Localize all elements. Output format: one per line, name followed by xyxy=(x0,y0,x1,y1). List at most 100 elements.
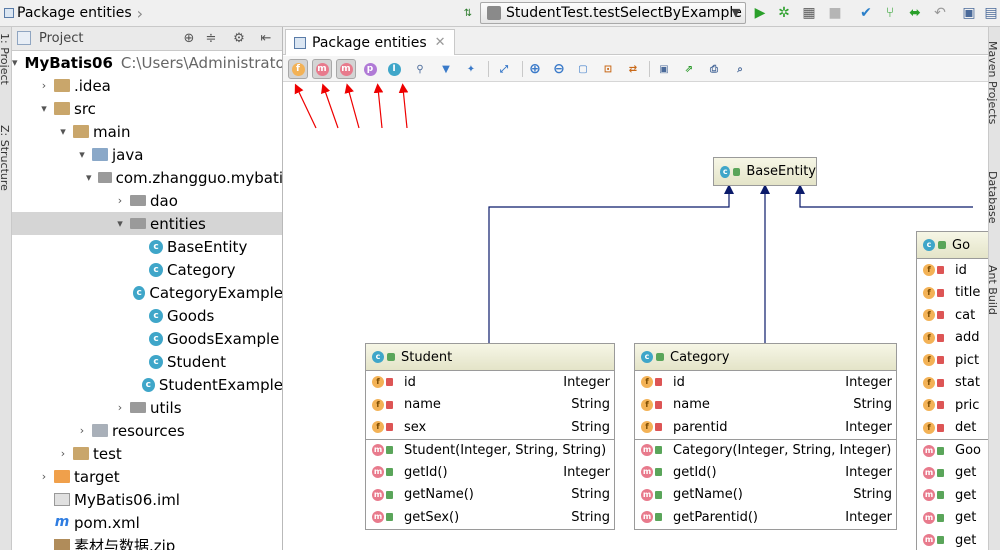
chevron-right-icon[interactable]: › xyxy=(117,401,123,414)
project-panel-title[interactable]: Project xyxy=(39,31,84,46)
sdk-button[interactable]: ▤ xyxy=(984,5,998,21)
breadcrumb[interactable]: Package entities › xyxy=(0,3,143,23)
tree-item[interactable]: ›utils xyxy=(12,396,282,419)
filter-icon[interactable]: ▼ xyxy=(442,63,450,75)
chevron-down-icon[interactable]: ▾ xyxy=(12,56,18,69)
chevron-down-icon[interactable]: ▾ xyxy=(86,171,92,184)
maven-projects-tab[interactable]: Maven Projects xyxy=(986,41,999,125)
show-properties-button[interactable]: p xyxy=(360,59,380,79)
database-tab[interactable]: Database xyxy=(986,171,999,224)
tree-item[interactable]: ›.idea xyxy=(12,74,282,97)
fit-content-icon[interactable]: ⤢ xyxy=(500,63,508,75)
print-icon[interactable]: ⎙ xyxy=(710,63,718,75)
show-constructors-button[interactable]: m xyxy=(312,59,332,79)
uml-class-baseentity[interactable]: c BaseEntity xyxy=(713,157,817,186)
debug-button[interactable]: ✲ xyxy=(778,5,790,21)
export-icon[interactable]: ⇗ xyxy=(684,63,694,75)
run-button[interactable]: ▶ xyxy=(754,5,766,21)
tree-item[interactable]: 素材与数据.zip xyxy=(12,534,282,550)
tree-item[interactable]: ▾java xyxy=(12,143,282,166)
tree-item[interactable]: MyBatis06.iml xyxy=(12,488,282,511)
chevron-down-icon[interactable]: ▾ xyxy=(79,148,85,161)
layout-icon[interactable]: ⇄ xyxy=(628,63,638,75)
gear-icon[interactable]: ⚙ xyxy=(233,31,245,46)
tree-item[interactable]: ▾entities xyxy=(12,212,282,235)
ant-build-tab[interactable]: Ant Build xyxy=(986,265,999,315)
chevron-down-icon[interactable]: ▾ xyxy=(60,125,66,138)
chevron-right-icon[interactable]: › xyxy=(41,79,47,92)
tree-item[interactable]: ›test xyxy=(12,442,282,465)
project-structure-button[interactable]: ▣ xyxy=(962,5,976,21)
chevron-right-icon[interactable]: › xyxy=(60,447,66,460)
collapse-all-icon[interactable]: ≑ xyxy=(205,31,217,46)
chevron-down-icon[interactable]: ▾ xyxy=(117,217,123,230)
structure-tool-tab[interactable]: Z: Structure xyxy=(0,125,11,191)
chevron-right-icon[interactable]: › xyxy=(41,470,47,483)
vcs-compare-button[interactable]: ⬌ xyxy=(909,5,921,21)
zoom-in-icon[interactable]: ⊕ xyxy=(529,61,541,77)
tree-item[interactable]: ▾com.zhangguo.mybati xyxy=(12,166,282,189)
breadcrumb-title[interactable]: Package entities xyxy=(17,5,132,21)
locate-icon[interactable]: ⊕ xyxy=(183,31,195,46)
revert-button[interactable]: ↶ xyxy=(934,5,946,21)
vcs-commit-button[interactable]: ⑂ xyxy=(885,5,895,21)
coverage-button[interactable]: ▦ xyxy=(802,5,816,21)
stop-button[interactable]: ■ xyxy=(828,5,842,21)
tree-item[interactable]: ▾main xyxy=(12,120,282,143)
chevron-down-icon[interactable]: ▾ xyxy=(41,102,47,115)
tree-item[interactable]: ›resources xyxy=(12,419,282,442)
tree-item[interactable]: ›dao xyxy=(12,189,282,212)
vcs-update-button[interactable]: ✔ xyxy=(860,5,872,21)
project-tool-tab[interactable]: 1: Project xyxy=(0,33,11,85)
project-view-icon[interactable] xyxy=(17,31,31,45)
print-preview-icon[interactable]: ⌕ xyxy=(737,63,743,75)
dependencies-icon[interactable]: ✦ xyxy=(466,63,476,75)
chevron-right-icon[interactable]: › xyxy=(117,194,123,207)
sort-icon[interactable]: ⇅ xyxy=(463,7,473,19)
chevron-right-icon[interactable]: › xyxy=(79,424,85,437)
show-inner-classes-button[interactable]: I xyxy=(384,59,404,79)
fit-page-icon[interactable]: ⊡ xyxy=(603,63,613,75)
zoom-out-icon[interactable]: ⊖ xyxy=(553,61,565,77)
show-methods-button[interactable]: m xyxy=(336,59,356,79)
close-icon[interactable]: ✕ xyxy=(434,35,446,50)
